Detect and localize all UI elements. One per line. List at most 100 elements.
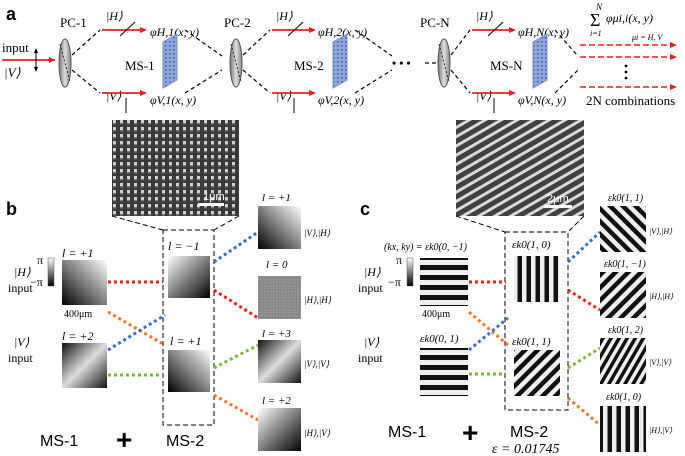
- metasurface-2: [332, 33, 348, 89]
- output-state: |V⟩,|H⟩: [649, 227, 673, 236]
- vortex-ms1-top: [62, 260, 107, 305]
- ms2-label-b: MS-2: [166, 433, 204, 450]
- v-state-label: |V⟩: [106, 89, 122, 103]
- epsilon-label: ε = 0.01745: [492, 442, 559, 456]
- plus-b: +: [116, 424, 132, 455]
- output-state: |H⟩,|H⟩: [649, 292, 674, 301]
- ms-label: MS-2: [294, 58, 324, 73]
- ms1-bottom-k: εk0(0, 1): [420, 333, 459, 345]
- output-grating-2: [600, 272, 646, 318]
- h-phase-label: φH,2(x, y): [318, 25, 367, 39]
- grating-ms2-top: [514, 256, 560, 302]
- output-grating-4: [600, 406, 646, 452]
- h-input-b: |H⟩: [14, 265, 31, 279]
- ms1-top-l: l = +1: [62, 246, 94, 260]
- output-state: |V⟩,|V⟩: [304, 359, 330, 369]
- sum-bottom: i=1: [590, 29, 602, 38]
- v-phase-label: φV,N(x, y): [518, 93, 566, 107]
- output-state: |H⟩,|V⟩: [304, 428, 331, 438]
- combinations-label: 2N combinations: [586, 93, 675, 108]
- input-beam-arrow: [49, 57, 55, 63]
- output-k: εk0(1, 2): [608, 325, 644, 336]
- pi-bottom-c: −π: [388, 275, 401, 289]
- output-vortex-4: [258, 408, 301, 451]
- grating-ms2-bottom: [514, 350, 560, 396]
- ms2-box-c: [504, 231, 569, 411]
- ms-label: MS-1: [125, 58, 155, 73]
- v-state-label: |V⟩: [276, 89, 292, 103]
- stage-n: PC-N |H⟩ φH,N(x, y) |V⟩ φV,N(x, y) MS-N: [420, 9, 579, 113]
- v-phase-label: φV,1(x, y): [150, 93, 196, 107]
- stage-1: PC-1 |H⟩ φH,1(x, y) |V⟩ φV,1(x, y) MS-1: [58, 9, 223, 113]
- ms1-bottom-l: l = +2: [62, 329, 94, 343]
- h-state-label: |H⟩: [276, 9, 293, 23]
- connector-blue: [107, 313, 166, 352]
- size-label-c: 400μm: [422, 309, 450, 320]
- h-phase-label: φH,N(x, y): [518, 25, 569, 39]
- output-sum: N Σ i=1 φμi,i(x, y) μi = H, V 2N combina…: [580, 2, 677, 108]
- ellipsis: • • •: [392, 56, 411, 70]
- sem-image-c: [456, 120, 584, 216]
- lower-path: [71, 69, 101, 94]
- sum-symbol: Σ: [590, 10, 600, 30]
- h-phase-label: φH,1(x, y): [150, 25, 199, 39]
- outputs-b: l = +1 |V⟩,|H⟩ l = 0 |H⟩,|H⟩ l = +3 |V⟩,…: [258, 192, 332, 451]
- output-l: l = +3: [262, 328, 291, 340]
- ms2-box-b: [162, 229, 215, 426]
- v-phase-label: φV,2(x, y): [318, 93, 364, 107]
- output-l: l = +1: [262, 192, 291, 204]
- h-input-c: |H⟩: [364, 265, 381, 279]
- grating-ms1-top: [420, 258, 468, 306]
- output-grating-1: [600, 206, 646, 252]
- sem-image-b: [112, 120, 239, 216]
- vortex-ms2-top: [168, 256, 210, 298]
- v-input-c: |V⟩: [364, 335, 380, 349]
- pc-label: PC-N: [420, 15, 450, 30]
- panel-b: b 1μm π −π |H⟩ input |V⟩ input l = +1 40…: [6, 120, 332, 455]
- stage-2: PC-2 |H⟩ φH,2(x, y) |V⟩ φV,2(x, y) MS-2: [224, 9, 393, 113]
- pi-top-b: π: [37, 253, 43, 267]
- input-word-b2: input: [8, 351, 33, 365]
- output-state: |H⟩,|V⟩: [649, 426, 673, 435]
- pi-top-c: π: [396, 253, 402, 267]
- v-state-label: |V⟩: [476, 89, 492, 103]
- output-k: εk0(1, 0): [606, 392, 642, 403]
- input-word-c: input: [358, 281, 383, 295]
- sum-top: N: [595, 2, 603, 12]
- h-state-label: |H⟩: [106, 9, 123, 23]
- metasurface-1: [162, 33, 178, 89]
- output-l: l = 0: [266, 259, 288, 271]
- output-vortex-3: [258, 340, 301, 383]
- output-k: εk0(1, 1): [608, 193, 644, 204]
- vortex-ms2-bottom: [168, 350, 210, 392]
- ms2-top-l: l = −1: [168, 239, 200, 253]
- pc-label: PC-2: [224, 15, 251, 30]
- output-beams: [580, 42, 677, 90]
- ms2-label-c: MS-2: [510, 424, 548, 441]
- h-state-label: |H⟩: [476, 9, 493, 23]
- panel-label-a: a: [6, 4, 17, 24]
- scale-bar-b: 1μm: [203, 191, 225, 203]
- phase-colorbar-c: [406, 257, 414, 287]
- size-label-b: 400μm: [64, 309, 92, 320]
- phase-colorbar-b: [47, 257, 55, 287]
- connector-orange: [107, 310, 166, 347]
- vortex-ms1-bottom: [62, 343, 107, 388]
- ms1-top-k: (kx, ky) = εk0(0, −1): [384, 242, 468, 253]
- output-k: εk0(1, −1): [604, 259, 646, 270]
- pc-label: PC-1: [60, 15, 87, 30]
- output-vortex-1: [258, 206, 301, 249]
- outputs-c: εk0(1, 1) |V⟩,|H⟩ εk0(1, −1) |H⟩,|H⟩ εk0…: [600, 193, 674, 452]
- panel-label-b: b: [6, 199, 17, 219]
- ms-label: MS-N: [490, 58, 523, 73]
- grating-ms1-bottom: [420, 348, 468, 396]
- ms1-label-c: MS-1: [388, 424, 426, 441]
- v-input-b: |V⟩: [14, 335, 30, 349]
- plus-c: +: [462, 417, 478, 448]
- pi-bottom-b: −π: [30, 275, 43, 289]
- sum-term: φμi,i(x, y): [606, 11, 653, 25]
- ms1-label-b: MS-1: [40, 433, 78, 450]
- output-state: |V⟩,|V⟩: [649, 358, 672, 367]
- input-word-c2: input: [358, 351, 383, 365]
